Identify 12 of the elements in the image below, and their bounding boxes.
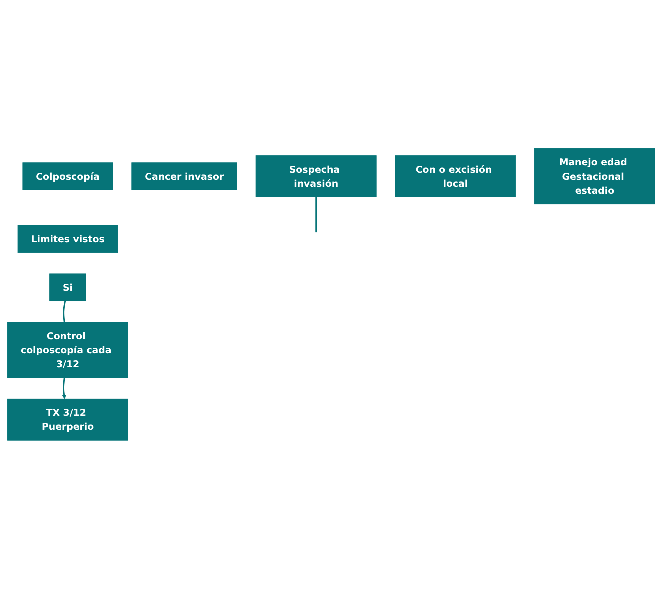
arrow: [62, 378, 66, 400]
node-box: Con o excisión local: [395, 156, 516, 198]
node-box: Cancer invasor: [132, 162, 238, 191]
connector: [316, 198, 318, 233]
node-box: Control colposcopía cada 3/12: [8, 322, 128, 379]
connector: [63, 301, 66, 323]
node-box: Colposcopía: [22, 162, 114, 191]
node-box: Si: [50, 274, 86, 302]
node-box: Sospecha invasión: [256, 156, 377, 198]
node-box: TX 3/12 Puerperio: [8, 399, 128, 442]
node-box: Limites vistos: [18, 226, 118, 254]
node-box: Manejo edad Gestacional estadio: [534, 148, 656, 205]
